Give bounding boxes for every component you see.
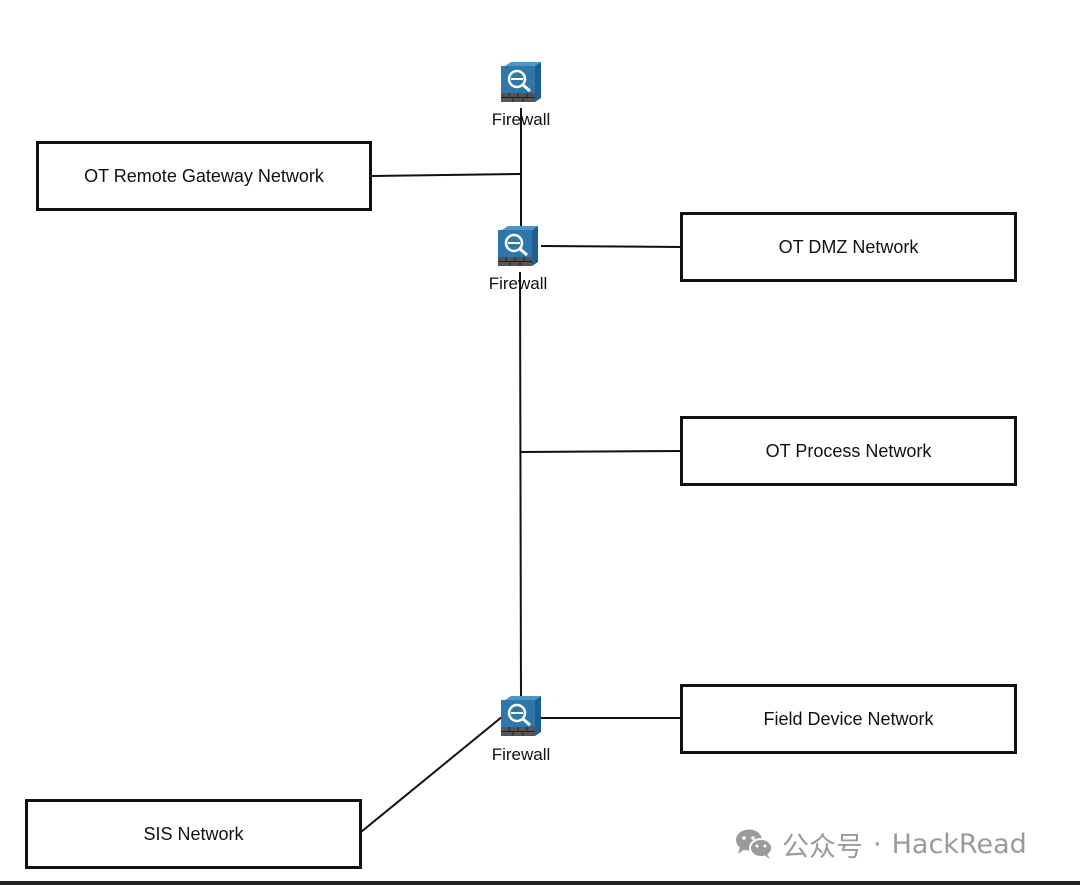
network-box-sis: SIS Network (25, 799, 362, 869)
connector-process (520, 450, 683, 453)
network-label-field-device: Field Device Network (763, 708, 934, 729)
network-box-remote-gateway: OT Remote Gateway Network (36, 141, 372, 211)
bottom-border (0, 881, 1080, 885)
network-label-dmz: OT DMZ Network (778, 236, 919, 257)
watermark-channel: 公众号 (782, 831, 863, 863)
watermark-separator: · (873, 828, 882, 860)
network-box-dmz: OT DMZ Network (680, 212, 1017, 282)
firewall-icon (501, 62, 541, 102)
wechat-icon (736, 829, 773, 859)
network-label-remote-gateway: OT Remote Gateway Network (84, 165, 324, 186)
connector-sis (360, 715, 504, 833)
network-label-sis: SIS Network (143, 823, 244, 844)
network-box-process: OT Process Network (680, 416, 1017, 486)
connector-dmz (540, 245, 683, 248)
connector-remote-gateway (370, 173, 522, 177)
network-box-field-device: Field Device Network (680, 684, 1017, 754)
firewall-icon (501, 696, 541, 736)
firewall-icon (498, 226, 538, 266)
watermark: 公众号 · HackRead (734, 826, 1027, 863)
watermark-account: HackRead (891, 828, 1027, 860)
network-label-process: OT Process Network (765, 440, 932, 461)
firewall-label-3: Firewall (491, 745, 551, 764)
connector-fw2-fw3 (519, 271, 522, 701)
firewall-label-2: Firewall (488, 274, 548, 293)
firewall-label-1: Firewall (491, 110, 551, 129)
